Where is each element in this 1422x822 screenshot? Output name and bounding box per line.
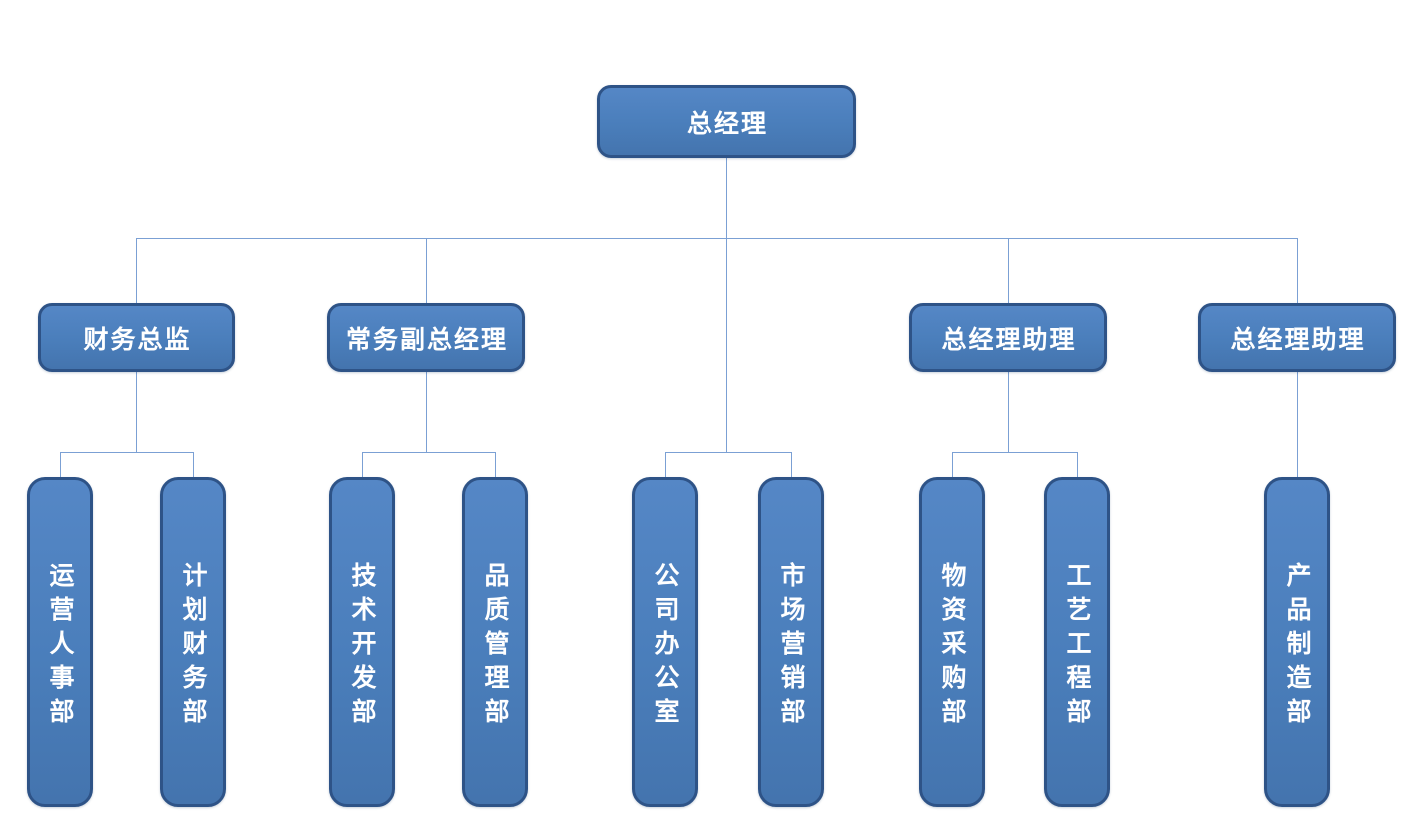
node-label: 常务副总经理 (345, 324, 508, 354)
connector-line (1008, 238, 1009, 303)
connector-line (136, 372, 137, 452)
connector-line (136, 238, 1297, 239)
node-label: 品质管理部 (481, 561, 510, 732)
org-node-process-engineering-dept[interactable]: 工艺工程部 (1044, 477, 1110, 807)
connector-line (426, 238, 427, 303)
connector-line (665, 452, 791, 453)
org-node-marketing-dept[interactable]: 市场营销部 (758, 477, 824, 807)
connector-line (426, 372, 427, 452)
org-node-quality-management-dept[interactable]: 品质管理部 (462, 477, 528, 807)
node-label: 工艺工程部 (1063, 561, 1092, 732)
node-label: 物资采购部 (938, 561, 967, 732)
connector-line (665, 452, 666, 477)
connector-line (60, 452, 61, 477)
org-node-gm-assistant-1[interactable]: 总经理助理 (909, 303, 1107, 372)
node-label: 计划财务部 (179, 561, 208, 732)
connector-line (60, 452, 193, 453)
connector-line (136, 238, 137, 303)
org-node-materials-procurement-dept[interactable]: 物资采购部 (919, 477, 985, 807)
org-node-planning-finance-dept[interactable]: 计划财务部 (160, 477, 226, 807)
connector-line (1077, 452, 1078, 477)
node-label: 总经理助理 (941, 324, 1077, 354)
org-node-company-office[interactable]: 公司办公室 (632, 477, 698, 807)
connector-line (952, 452, 1077, 453)
connector-line (726, 238, 727, 452)
org-node-operations-hr-dept[interactable]: 运营人事部 (27, 477, 93, 807)
connector-line (726, 158, 727, 238)
org-node-tech-development-dept[interactable]: 技术开发部 (329, 477, 395, 807)
connector-line (952, 452, 953, 477)
connector-line (362, 452, 363, 477)
connector-line (1008, 372, 1009, 452)
org-node-finance-director[interactable]: 财务总监 (38, 303, 235, 372)
node-label: 技术开发部 (348, 561, 377, 732)
node-label: 市场营销部 (777, 561, 806, 732)
org-node-product-manufacturing-dept[interactable]: 产品制造部 (1264, 477, 1330, 807)
node-label: 产品制造部 (1283, 561, 1312, 732)
node-label: 总经理 (686, 108, 768, 138)
org-node-general-manager[interactable]: 总经理 (597, 85, 856, 158)
connector-line (1297, 238, 1298, 303)
node-label: 运营人事部 (46, 561, 75, 732)
org-node-executive-deputy-gm[interactable]: 常务副总经理 (327, 303, 525, 372)
node-label: 财务总监 (83, 324, 192, 354)
connector-line (495, 452, 496, 477)
connector-line (1297, 372, 1298, 477)
node-label: 总经理助理 (1230, 324, 1366, 354)
connector-line (193, 452, 194, 477)
node-label: 公司办公室 (651, 561, 680, 732)
connector-line (791, 452, 792, 477)
connector-line (362, 452, 495, 453)
org-node-gm-assistant-2[interactable]: 总经理助理 (1198, 303, 1396, 372)
